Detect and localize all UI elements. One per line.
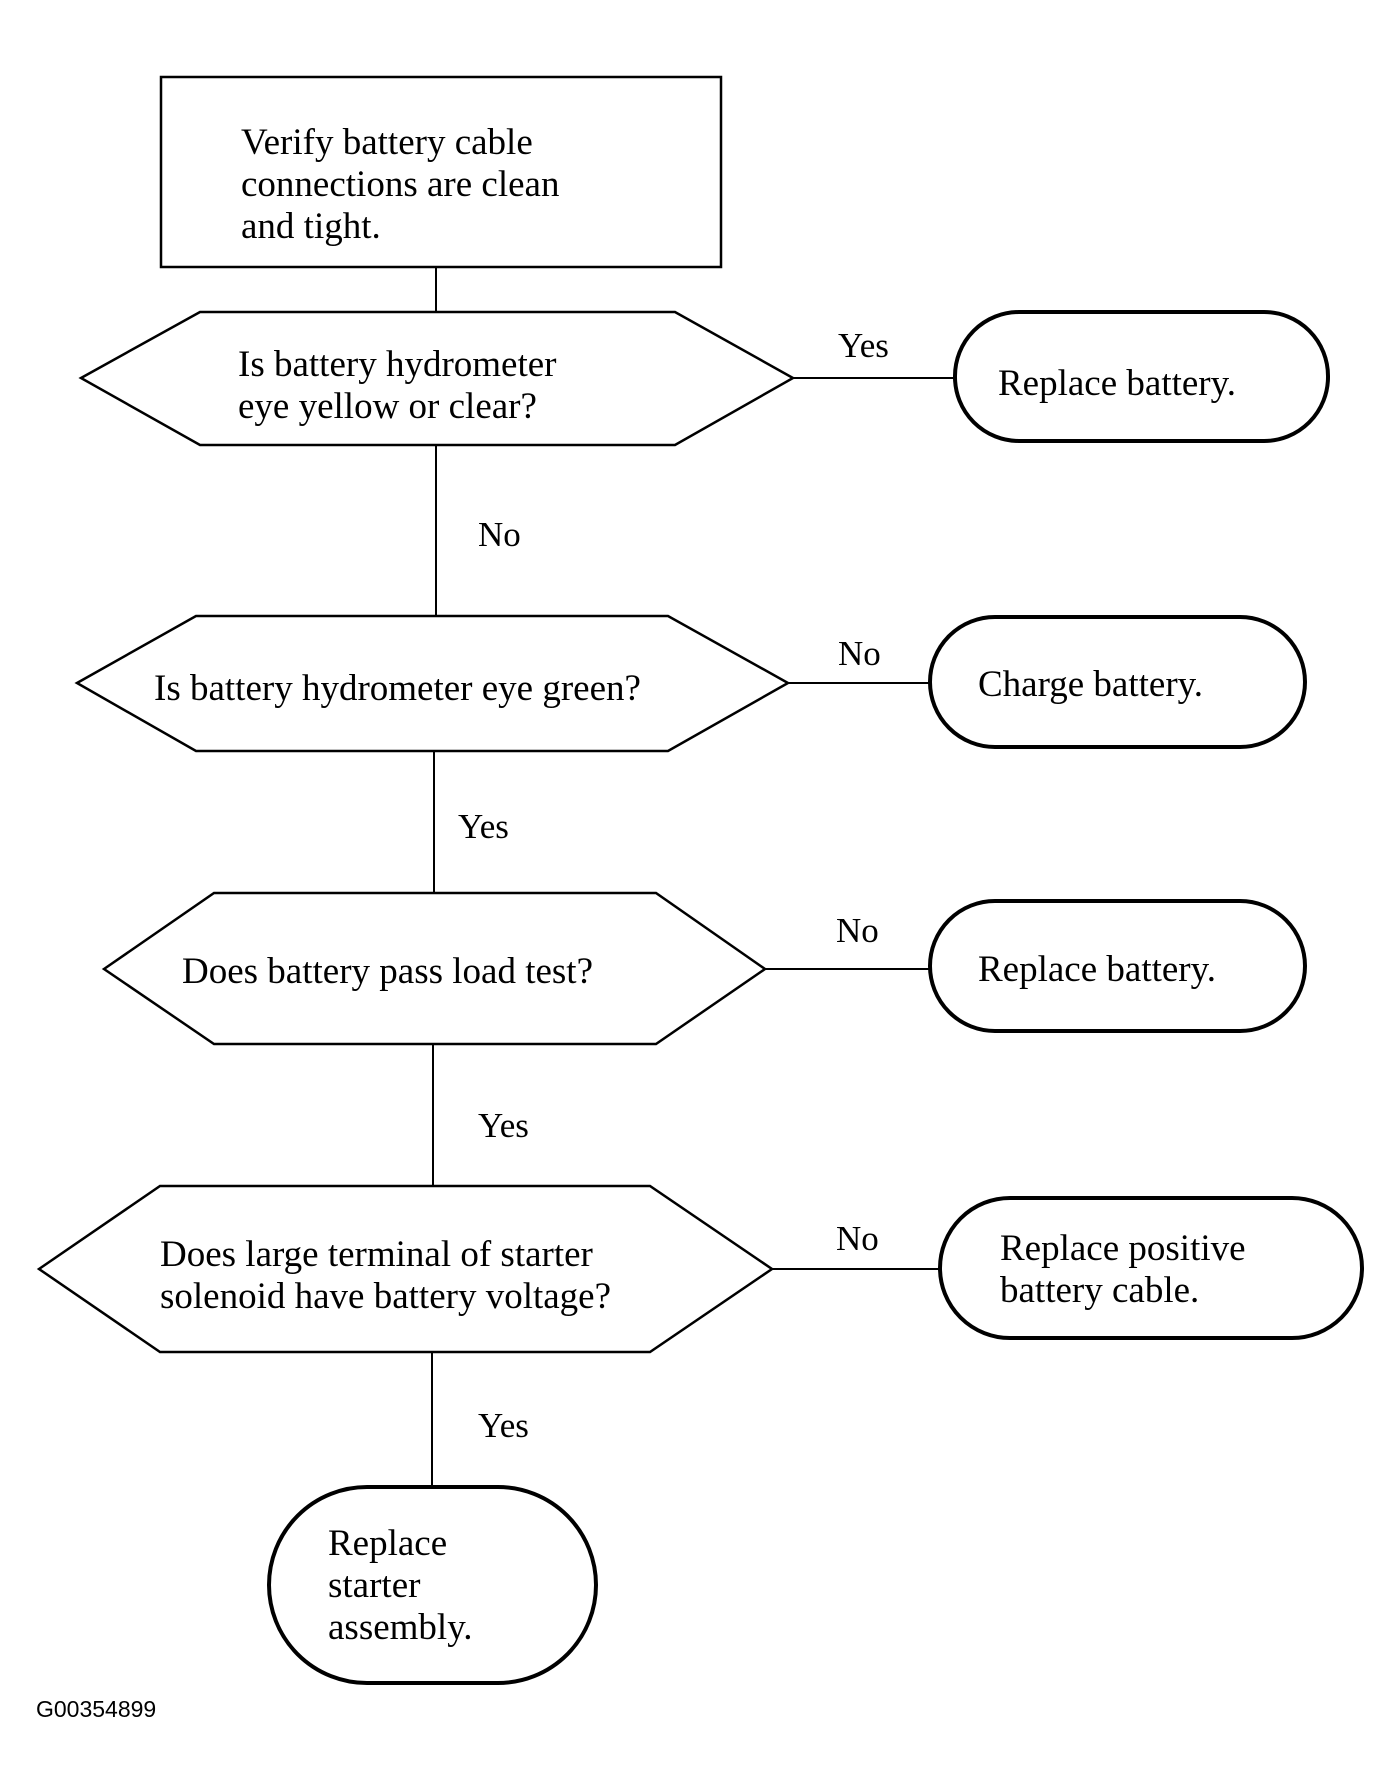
decision-4-down-label: Yes (478, 1406, 529, 1445)
decision-2-down-label: Yes (458, 807, 509, 846)
start-process-box (159, 75, 723, 269)
decision-2-hexagon (74, 614, 791, 753)
decision-4-text: Does large terminal of starter solenoid … (160, 1234, 611, 1317)
decision-1-hexagon (78, 310, 796, 447)
decision-3-text: Does battery pass load test? (182, 951, 593, 992)
outcome-3-text: Replace battery. (978, 949, 1216, 990)
outcome-2-text: Charge battery. (978, 664, 1203, 705)
outcome-1-terminal (953, 310, 1330, 443)
decision-3-hexagon (101, 891, 768, 1046)
decision-1-side-label: Yes (838, 326, 889, 365)
decision-2-text: Is battery hydrometer eye green? (154, 668, 641, 709)
final-text: Replace starter assembly. (328, 1523, 473, 1648)
outcome-4-text: Replace positive battery cable. (1000, 1228, 1255, 1311)
decision-3-side-label: No (836, 911, 879, 950)
decision-3-down-label: Yes (478, 1106, 529, 1145)
decision-2-side-label: No (838, 634, 881, 673)
final-terminal (267, 1485, 598, 1685)
decision-4-side-label: No (836, 1219, 879, 1258)
start-process-text: Verify battery cable connections are cle… (241, 122, 569, 247)
decision-1-down-label: No (478, 515, 521, 554)
outcome-1-text: Replace battery. (998, 363, 1236, 404)
decision-1-text: Is battery hydrometer eye yellow or clea… (238, 344, 566, 427)
outcome-4-terminal (938, 1196, 1364, 1340)
decision-4-hexagon (36, 1184, 775, 1354)
outcome-3-terminal (928, 899, 1307, 1033)
outcome-2-terminal (928, 615, 1307, 749)
figure-code: G00354899 (36, 1696, 156, 1722)
